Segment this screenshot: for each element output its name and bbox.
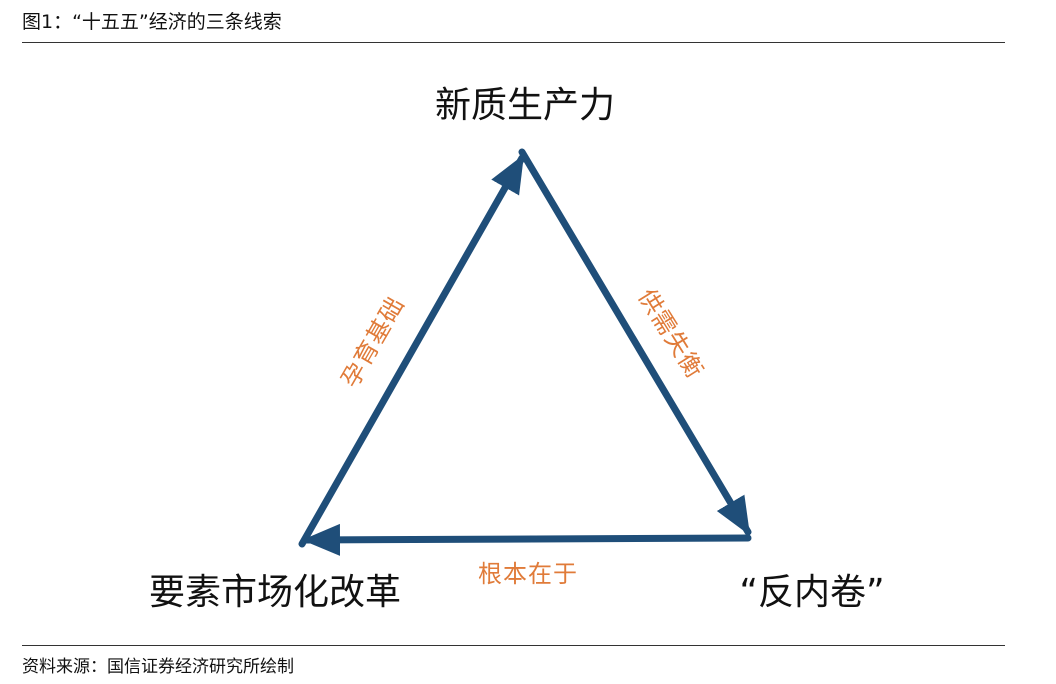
edge-right-label: 供需失衡	[632, 284, 709, 384]
edge-bottom-arrow	[302, 523, 752, 556]
edge-right-arrow	[518, 148, 752, 536]
edge-left-arrow	[298, 154, 526, 548]
edge-bottom-label: 根本在于	[478, 560, 578, 588]
node-bottom-right-label: “反内卷”	[739, 572, 884, 613]
node-top-label: 新质生产力	[435, 85, 615, 126]
source-note: 资料来源：国信证券经济研究所绘制	[22, 657, 294, 677]
node-bottom-left-label: 要素市场化改革	[149, 572, 401, 613]
top-rule	[22, 42, 1005, 43]
bottom-rule	[22, 645, 1005, 646]
figure-title: 图1：“十五五”经济的三条线索	[22, 11, 282, 33]
